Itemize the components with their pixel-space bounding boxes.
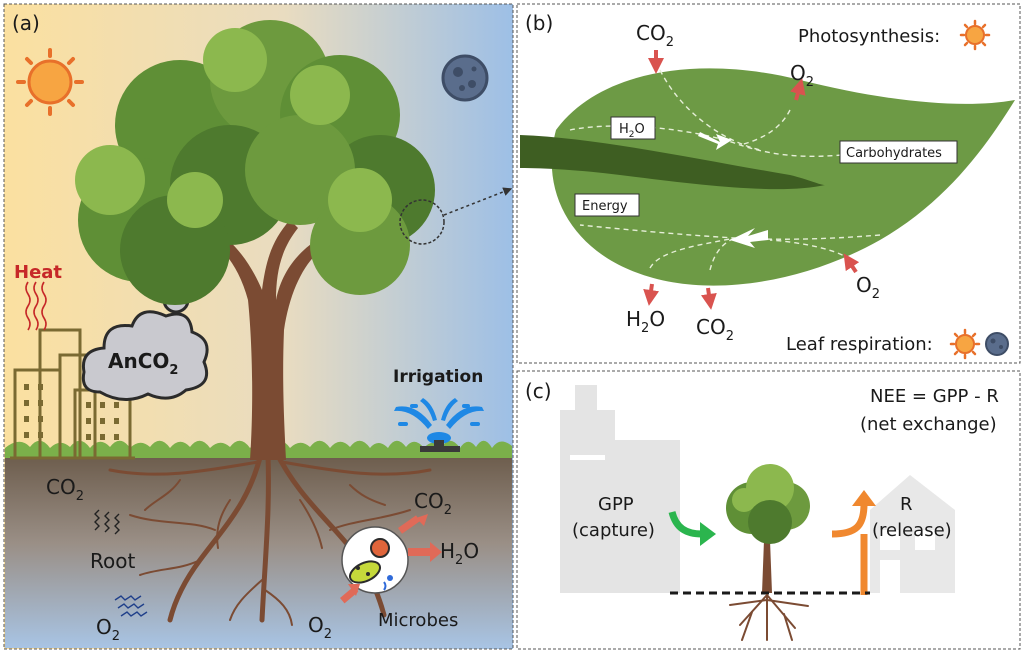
small-tree-roots <box>729 594 809 641</box>
o2-squiggle-arrows <box>114 595 148 617</box>
photosynthesis-sun-icon <box>959 19 991 51</box>
tree-canopy <box>75 20 435 305</box>
h2o-out-label: H2O <box>626 307 665 336</box>
soil-co2-label: CO2 <box>46 475 84 504</box>
sun-icon <box>16 48 84 116</box>
carbohydrates-box: Carbohydrates <box>839 140 958 164</box>
respiration-sun-icon <box>949 328 981 360</box>
faded-buildings-right-icon <box>870 475 955 593</box>
microbes-icon <box>341 526 409 594</box>
panel-b-label: (b) <box>525 11 553 35</box>
h2o-out-arrow <box>643 283 660 306</box>
panel-a-label: (a) <box>12 11 40 35</box>
microbe-co2-label: CO2 <box>414 489 452 518</box>
leaf-stem <box>520 135 825 190</box>
h2o-box: H2O <box>610 116 656 140</box>
moon-icon <box>441 54 489 102</box>
microbe-h2o-label: H2O <box>440 539 479 568</box>
o2-out-arrow <box>790 78 806 101</box>
o2-in-label: O2 <box>856 273 880 302</box>
panel-c-label: (c) <box>525 379 552 403</box>
r-note: (release) <box>872 520 952 541</box>
nee-note: (net exchange) <box>860 414 997 435</box>
microbe-o2-label: O2 <box>308 613 332 642</box>
gpp-note: (capture) <box>572 520 655 541</box>
heat-waves-icon <box>25 281 47 331</box>
faded-buildings-left-icon <box>560 385 680 593</box>
o2-out-label: O2 <box>790 61 814 90</box>
flow-arrow-left <box>730 228 768 248</box>
soil-o2-label: O2 <box>96 615 120 644</box>
heat-label: Heat <box>14 262 62 283</box>
panel-b: (b) H2O Carbohydrates Energy <box>516 3 1021 364</box>
flow-arrow-right <box>698 132 732 150</box>
o2-in-arrow <box>843 253 860 274</box>
zoom-circle <box>399 199 445 245</box>
respiration-moon-icon <box>985 332 1009 356</box>
microbe-arrows <box>340 514 442 604</box>
svg-text:Carbohydrates: Carbohydrates <box>846 146 942 161</box>
co2-squiggle-arrows <box>94 509 120 535</box>
r-arrow <box>831 490 876 595</box>
root-label: Root <box>90 549 135 573</box>
co2-out-label: CO2 <box>696 315 734 344</box>
sprinkler-icon <box>394 398 484 452</box>
leaf-respiration-label: Leaf respiration: <box>786 334 933 355</box>
microbes-label: Microbes <box>378 610 458 631</box>
nee-equation: NEE = GPP - R <box>870 386 999 407</box>
irrigation-label: Irrigation <box>393 367 483 387</box>
photosynthesis-label: Photosynthesis: <box>798 26 940 47</box>
svg-text:Energy: Energy <box>582 199 628 214</box>
gpp-label: GPP <box>598 494 634 515</box>
panel-a: (a) <box>3 3 514 650</box>
co2-in-label: CO2 <box>636 21 674 50</box>
co2-out-arrow <box>700 287 717 310</box>
panel-c: (c) NEE = GPP - R (net exchange) GPP (ca… <box>516 370 1021 650</box>
small-tree-icon <box>726 464 810 593</box>
tree-trunk <box>210 220 326 460</box>
energy-box: Energy <box>574 193 640 217</box>
anco2-label: AnCO2 <box>108 349 178 378</box>
r-label: R <box>900 494 913 515</box>
svg-text:H2O: H2O <box>619 122 645 140</box>
gpp-arrow <box>668 510 716 546</box>
